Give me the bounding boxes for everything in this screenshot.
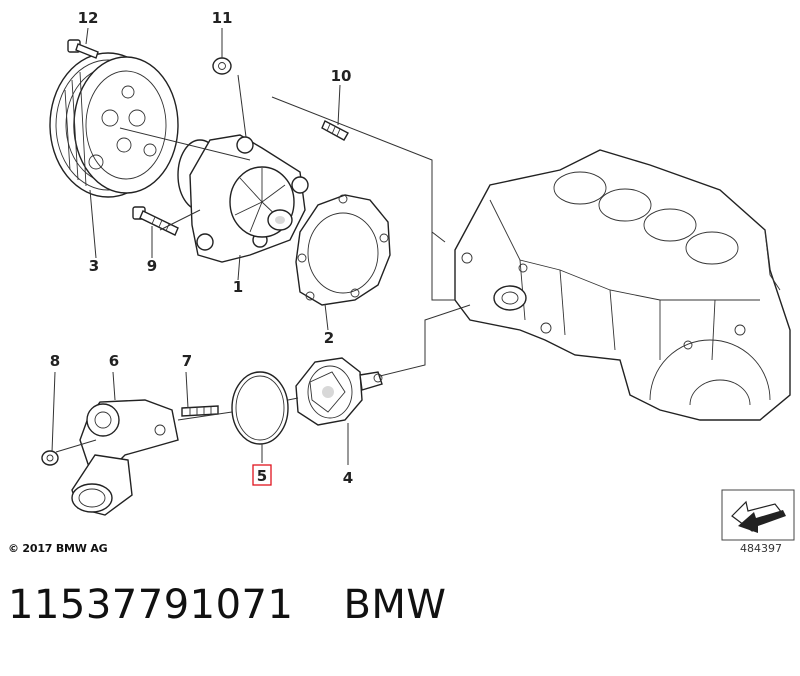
axis-line-nut: [55, 439, 97, 453]
callout-9: 9: [147, 257, 157, 275]
pulley: [49, 52, 179, 198]
bolt-12: [67, 39, 99, 59]
copyright-notice: © 2017 BMW AG: [8, 542, 108, 555]
callout-8: 8: [50, 352, 60, 370]
thermostat: [295, 357, 383, 426]
callout-leaders: [51, 27, 349, 465]
bolt-9: [132, 206, 179, 236]
brand-name: BMW: [343, 582, 447, 628]
callout-1: 1: [233, 278, 243, 296]
callout-7: 7: [182, 352, 192, 370]
nut-8: [41, 450, 59, 466]
callout-3: 3: [89, 257, 99, 275]
axis-line-pump: [119, 127, 251, 231]
o-ring: [231, 371, 289, 445]
gasket: [295, 194, 391, 306]
leader-gasket-to-block: [431, 231, 446, 243]
callout-6: 6: [109, 352, 119, 370]
diagram-number: 484397: [740, 542, 782, 555]
callout-2: 2: [324, 329, 334, 347]
callout-12: 12: [78, 9, 99, 27]
leader-thermostat-to-block: [371, 304, 471, 379]
leader-pump-to-block: [271, 96, 455, 301]
part-caption: 11537791071 BMW: [8, 582, 446, 628]
stud-10: [321, 120, 349, 141]
water-pump: [177, 134, 309, 263]
callout-labels: 12 11 10 3 9 1 2 8 6 7 5 4: [50, 9, 353, 487]
view-direction-arrow-icon: [721, 489, 795, 541]
callout-11: 11: [212, 9, 233, 27]
callout-5-highlight-box: [252, 464, 272, 486]
engine-block: [454, 149, 791, 421]
callout-4: 4: [343, 469, 353, 487]
axis-line-housing: [177, 397, 299, 421]
thermostat-housing: [71, 399, 179, 516]
part-number: 11537791071: [8, 582, 294, 628]
callout-5: 5: [257, 467, 267, 485]
nut-11: [212, 57, 232, 75]
callout-10: 10: [331, 67, 352, 85]
